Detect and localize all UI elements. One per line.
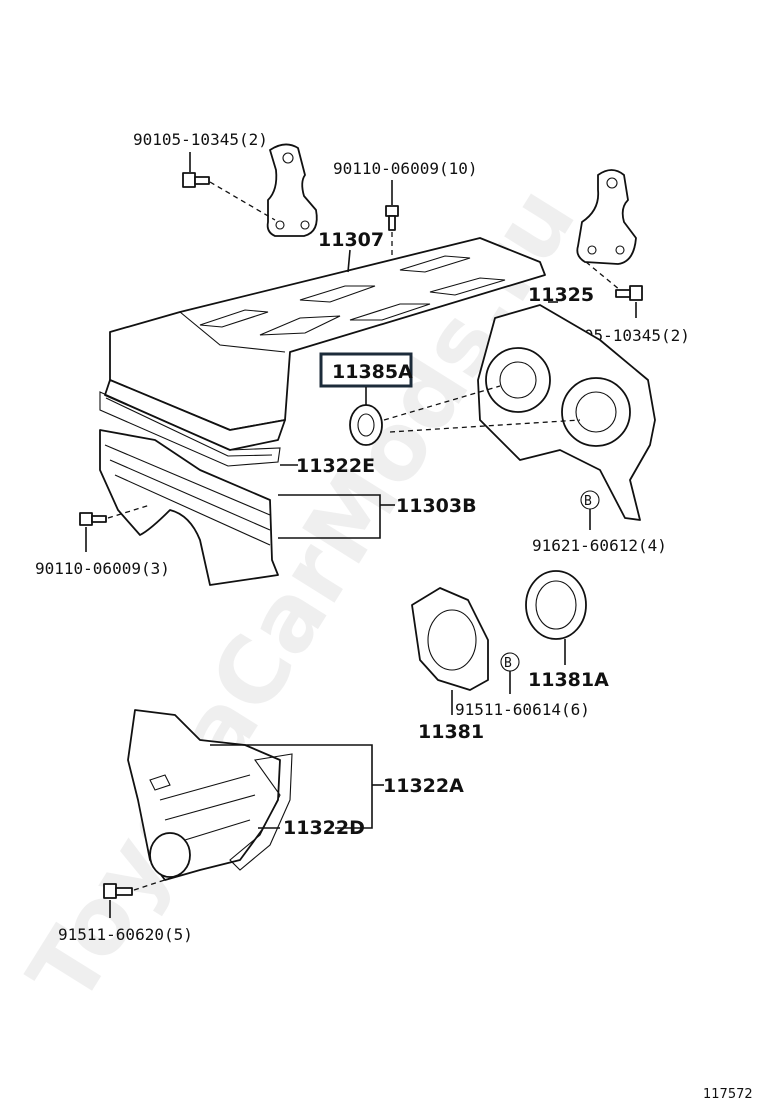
label-91621-60612: 91621-60612(4) <box>532 536 667 555</box>
engine-hanger-left <box>266 143 318 237</box>
screw-90110-left <box>79 512 107 526</box>
label-11303b: 11303B <box>396 495 477 517</box>
timing-belt-plate <box>477 304 656 521</box>
gasket-11322e <box>99 391 281 467</box>
cylinder-head-cover <box>104 237 546 451</box>
timing-cover-lower <box>127 709 293 881</box>
crankshaft-rear-oil-seal <box>525 570 587 640</box>
label-11307: 11307 <box>318 229 384 251</box>
marker-b-lower-text: B <box>504 656 512 671</box>
oil-seal-11385a-highlight[interactable]: 11385A <box>319 352 413 388</box>
bolt-90105-top <box>182 172 210 188</box>
camshaft-oil-seal <box>349 404 383 446</box>
engine-hanger-right <box>576 169 637 265</box>
marker-b-upper-text: B <box>584 494 592 509</box>
label-90105-10345-top: 90105-10345(2) <box>133 130 268 149</box>
label-11381a: 11381A <box>528 669 609 691</box>
diagram-id: 117572 <box>703 1087 753 1102</box>
label-11381: 11381 <box>418 721 484 743</box>
label-11322e: 11322E <box>296 455 375 477</box>
label-11322a: 11322A <box>383 775 464 797</box>
screw-90110-top <box>385 205 399 231</box>
oil-seal-retainer <box>411 587 489 691</box>
label-11322d: 11322D <box>283 817 365 839</box>
label-90110-06009-left: 90110-06009(3) <box>35 559 170 578</box>
label-90110-06009-top: 90110-06009(10) <box>333 159 478 178</box>
bolt-90105-right <box>615 285 643 301</box>
label-11325: 11325 <box>528 284 594 306</box>
label-91511-60620: 91511-60620(5) <box>58 925 193 944</box>
bolt-91511-bottom <box>103 883 133 899</box>
label-11385a: 11385A <box>332 361 413 383</box>
label-91511-60614: 91511-60614(6) <box>455 700 590 719</box>
timing-cover-upper <box>99 429 279 586</box>
